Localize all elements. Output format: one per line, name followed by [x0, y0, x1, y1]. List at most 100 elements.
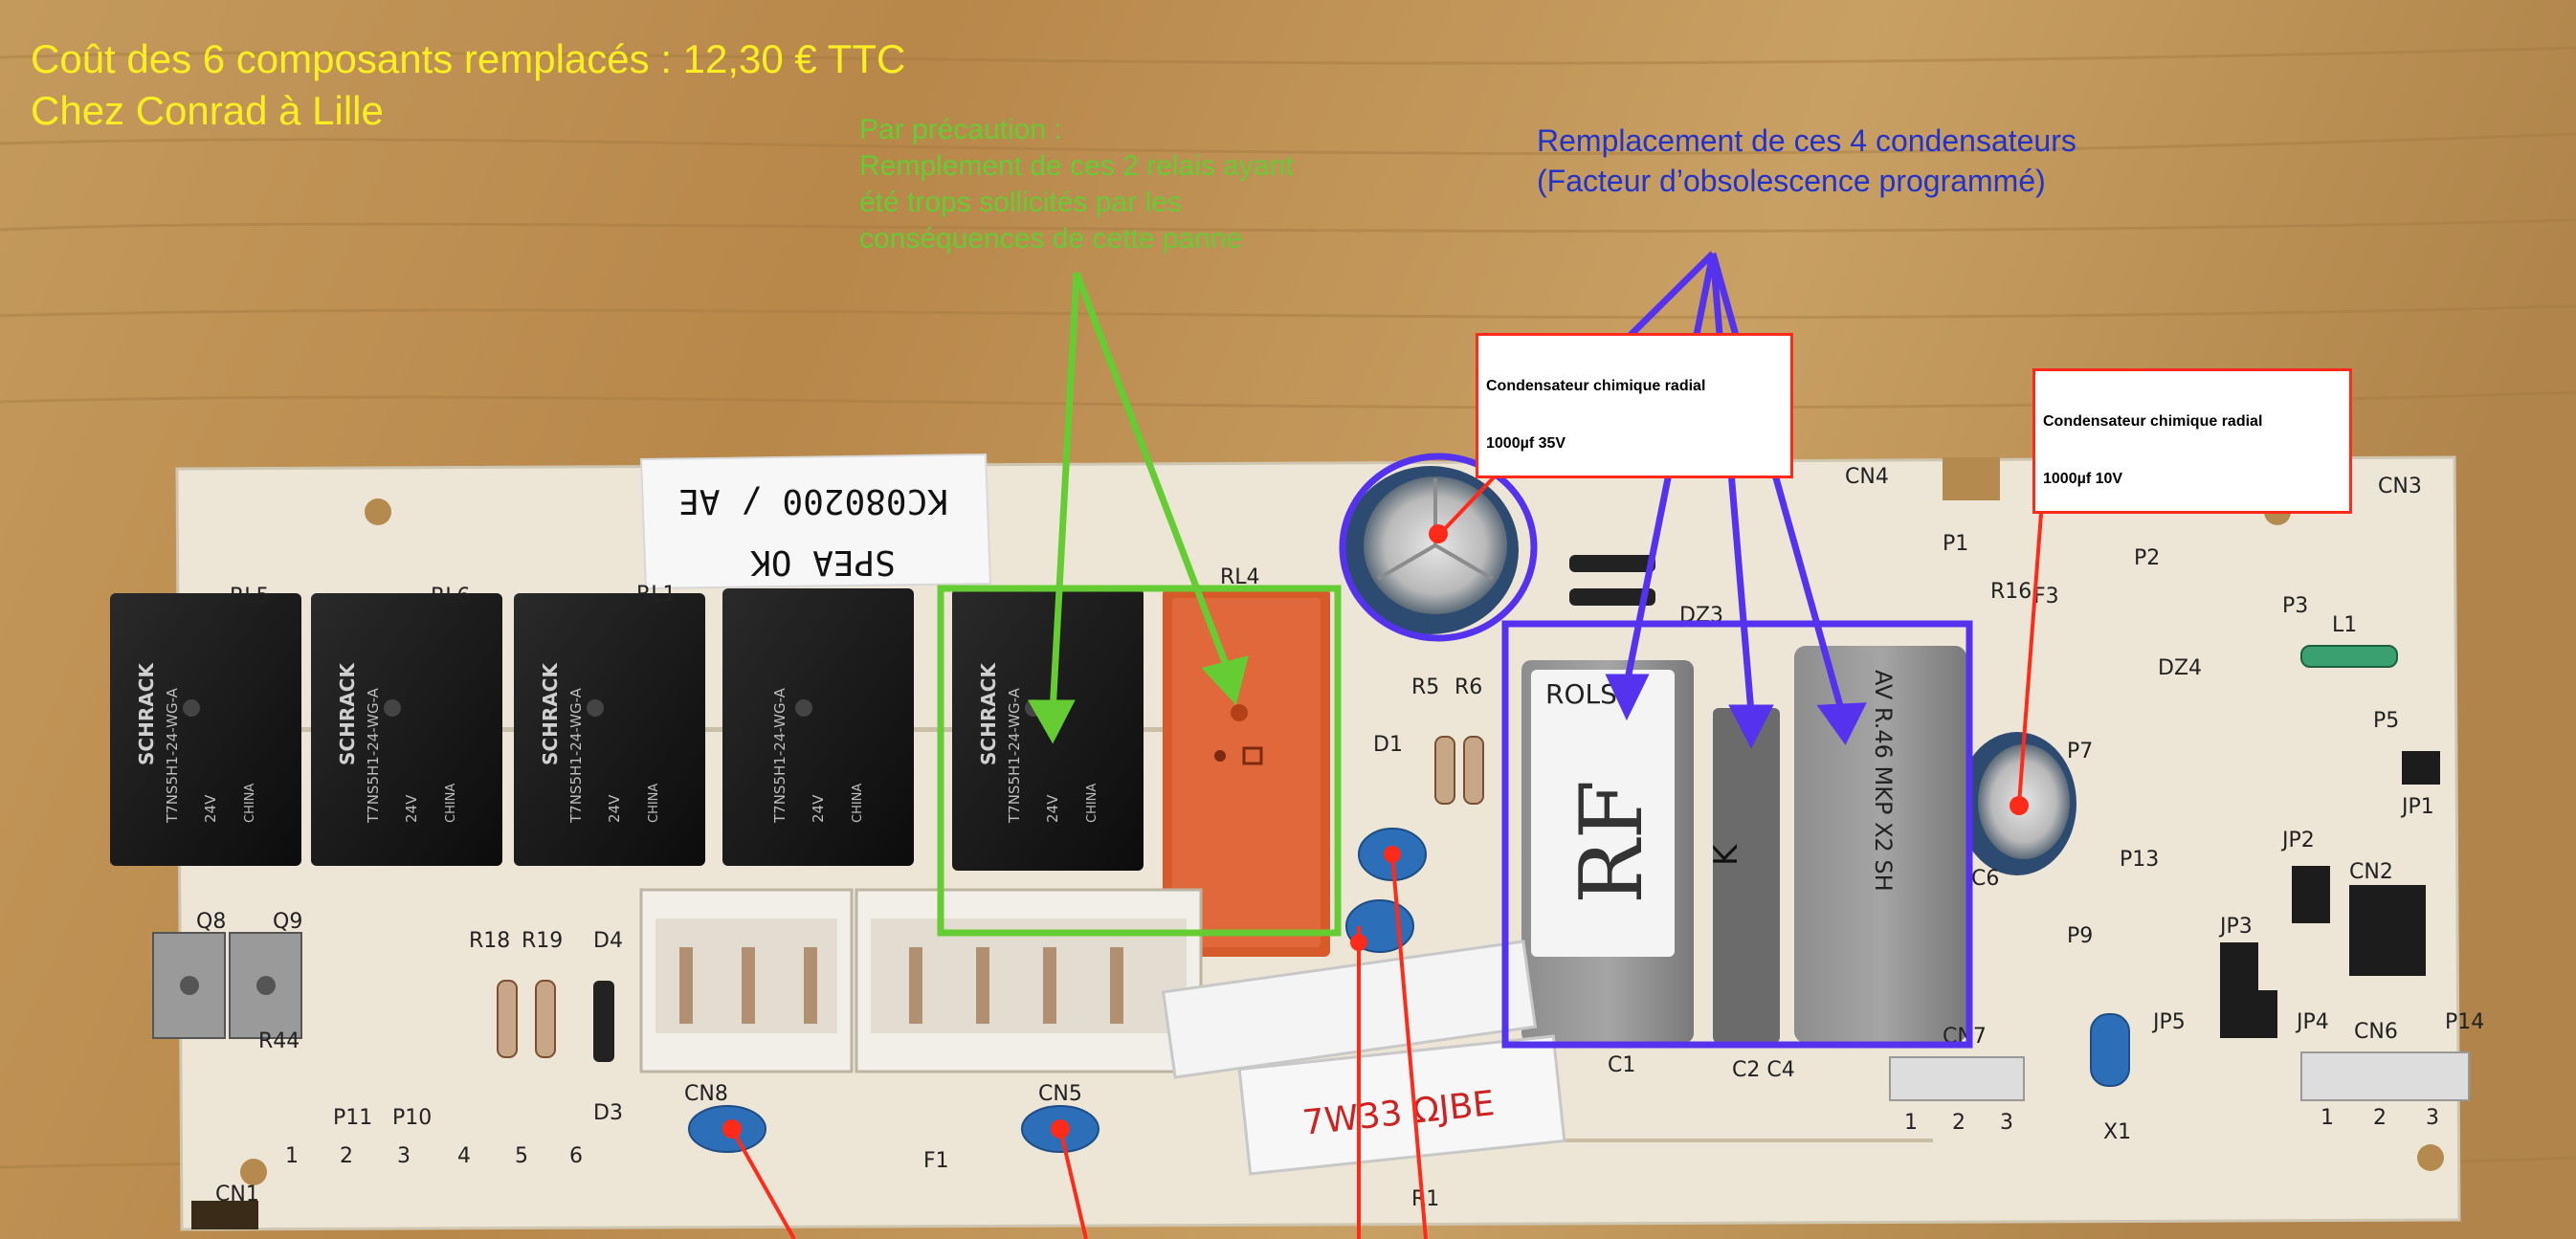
- svg-text:L1: L1: [2332, 613, 2357, 637]
- svg-text:T7NS5H1-24-WG-A: T7NS5H1-24-WG-A: [567, 687, 585, 824]
- svg-text:P2: P2: [2134, 546, 2160, 570]
- svg-text:P1: P1: [1943, 532, 1968, 556]
- cap-label-35v-line1: Condensateur chimique radial: [1486, 378, 1706, 394]
- svg-text:T7NS5H1-24-WG-A: T7NS5H1-24-WG-A: [164, 687, 181, 824]
- svg-text:3: 3: [2426, 1106, 2439, 1130]
- blue-note-line1: Remplacement de ces 4 condensateurs: [1537, 123, 2076, 158]
- relay-rl6: SCHRACK T7NS5H1-24-WG-A 24V CHINA: [311, 593, 502, 866]
- svg-text:24V: 24V: [202, 794, 219, 823]
- svg-text:P9: P9: [2067, 924, 2093, 948]
- svg-text:CHINA: CHINA: [243, 784, 257, 823]
- svg-text:CN8: CN8: [684, 1082, 728, 1106]
- cap-k-text: K: [1707, 843, 1745, 866]
- svg-text:CN3: CN3: [2378, 475, 2422, 498]
- cap-rols-text: ROLS: [1545, 678, 1617, 710]
- store-subtitle: Chez Conrad à Lille: [31, 88, 384, 133]
- svg-text:P5: P5: [2373, 709, 2399, 733]
- svg-text:CN2: CN2: [2349, 860, 2393, 884]
- green-note-line1: Par précaution :: [859, 114, 1062, 145]
- svg-text:RL5: RL5: [230, 585, 270, 608]
- svg-text:R5: R5: [1411, 675, 1439, 699]
- svg-text:3: 3: [2000, 1111, 2013, 1135]
- white-connectors: [639, 888, 1203, 1073]
- svg-text:F1: F1: [923, 1149, 949, 1173]
- svg-text:T7NS5H1-24-WG-A: T7NS5H1-24-WG-A: [365, 687, 382, 824]
- green-note-line3: été trops sollicités par les: [859, 187, 1182, 218]
- svg-text:CHINA: CHINA: [1085, 784, 1099, 823]
- svg-text:24V: 24V: [1044, 794, 1061, 823]
- svg-text:5: 5: [515, 1144, 528, 1168]
- svg-text:2: 2: [1952, 1111, 1965, 1135]
- svg-text:CN6: CN6: [2354, 1020, 2398, 1044]
- svg-text:X1: X1: [2103, 1120, 2131, 1144]
- svg-text:Q8: Q8: [196, 910, 226, 934]
- svg-text:F3: F3: [2033, 585, 2059, 608]
- svg-text:SCHRACK: SCHRACK: [539, 662, 562, 765]
- relay-rl1: SCHRACK T7NS5H1-24-WG-A 24V CHINA: [514, 593, 705, 866]
- green-note-line4: conséquences de cette panne: [859, 223, 1243, 254]
- svg-text:R44: R44: [258, 1029, 300, 1053]
- cap-spec-text: AV R.46 MKP X2 SH: [1870, 670, 1897, 892]
- svg-text:JP4: JP4: [2295, 1010, 2329, 1034]
- sticker-ok: SPEA OK: [750, 542, 896, 582]
- green-note: Par précaution : Remplement de ces 2 rel…: [859, 112, 1294, 257]
- svg-text:D4: D4: [593, 929, 623, 953]
- svg-text:R16: R16: [1990, 580, 2032, 604]
- svg-text:C2 C4: C2 C4: [1732, 1058, 1795, 1082]
- silkscreen-labels: CN4 CN3 P1 P2 P3 L1 P5 JP1 P7 DZ4 R16 F3…: [196, 465, 2484, 1211]
- svg-text:R18: R18: [469, 929, 510, 953]
- blue-note-line2: (Facteur d’obsolescence programmé): [1537, 164, 2046, 198]
- power-resistor: 7W33 ΩJBE: [1161, 940, 1566, 1176]
- svg-text:P14: P14: [2445, 1010, 2484, 1034]
- svg-text:D3: D3: [593, 1101, 623, 1125]
- small-resistors: [497, 555, 2398, 1062]
- svg-text:P10: P10: [392, 1106, 432, 1130]
- svg-text:Q9: Q9: [273, 910, 302, 934]
- svg-text:JP2: JP2: [2280, 829, 2315, 852]
- sticker-code: KC080200 / AE: [678, 481, 948, 520]
- svg-text:R19: R19: [522, 929, 563, 953]
- pin-headers: [1889, 1051, 2470, 1101]
- relay-replaced-orange: [1163, 588, 1330, 957]
- svg-text:CN5: CN5: [1038, 1082, 1082, 1106]
- cap-label-35v: Condensateur chimique radial 1000µf 35V: [1476, 333, 1793, 478]
- svg-text:JP1: JP1: [2400, 795, 2434, 819]
- svg-text:P13: P13: [2120, 848, 2159, 872]
- green-relay-box: [937, 585, 1342, 937]
- svg-text:C1: C1: [1608, 1053, 1635, 1077]
- svg-text:RL6: RL6: [431, 585, 471, 608]
- svg-text:DZ4: DZ4: [2158, 656, 2202, 680]
- voltage-regulators: [152, 932, 302, 1039]
- relay-rl-2: T7NS5H1-24-WG-A 24V CHINA: [722, 588, 914, 866]
- jumpers: [2220, 751, 2440, 1038]
- svg-text:R6: R6: [1455, 675, 1482, 699]
- svg-text:CHINA: CHINA: [444, 784, 458, 823]
- svg-text:CHINA: CHINA: [851, 784, 865, 823]
- cap-label-10v: Condensateur chimique radial 1000µf 10V: [2032, 368, 2352, 514]
- svg-text:24V: 24V: [606, 794, 623, 823]
- blue-caps-box: [1501, 620, 1973, 1049]
- spea-sticker: KC080200 / AE SPEA OK: [639, 453, 992, 590]
- svg-text:JP3: JP3: [2218, 915, 2253, 939]
- relay-rl5: SCHRACK T7NS5H1-24-WG-A 24V CHINA: [110, 593, 301, 866]
- svg-text:SCHRACK: SCHRACK: [977, 662, 1000, 765]
- svg-text:R1: R1: [1411, 1187, 1439, 1211]
- svg-text:1: 1: [285, 1144, 299, 1168]
- svg-text:6: 6: [569, 1144, 583, 1168]
- svg-text:2: 2: [2373, 1106, 2387, 1130]
- svg-text:24V: 24V: [403, 794, 420, 823]
- svg-text:P3: P3: [2282, 594, 2308, 618]
- svg-text:T7NS5H1-24-WG-A: T7NS5H1-24-WG-A: [771, 687, 788, 824]
- svg-text:P11: P11: [333, 1106, 372, 1130]
- svg-text:C6: C6: [1971, 867, 1999, 891]
- svg-text:1: 1: [1904, 1111, 1918, 1135]
- svg-text:3: 3: [397, 1144, 411, 1168]
- cap-label-10v-line1: Condensateur chimique radial: [2043, 413, 2263, 430]
- svg-text:CHINA: CHINA: [647, 784, 661, 823]
- blue-cap-circle: [1339, 453, 1538, 642]
- svg-text:SCHRACK: SCHRACK: [336, 662, 359, 765]
- svg-text:SCHRACK: SCHRACK: [135, 662, 158, 765]
- svg-text:CN4: CN4: [1845, 465, 1889, 489]
- svg-text:1: 1: [2321, 1106, 2334, 1130]
